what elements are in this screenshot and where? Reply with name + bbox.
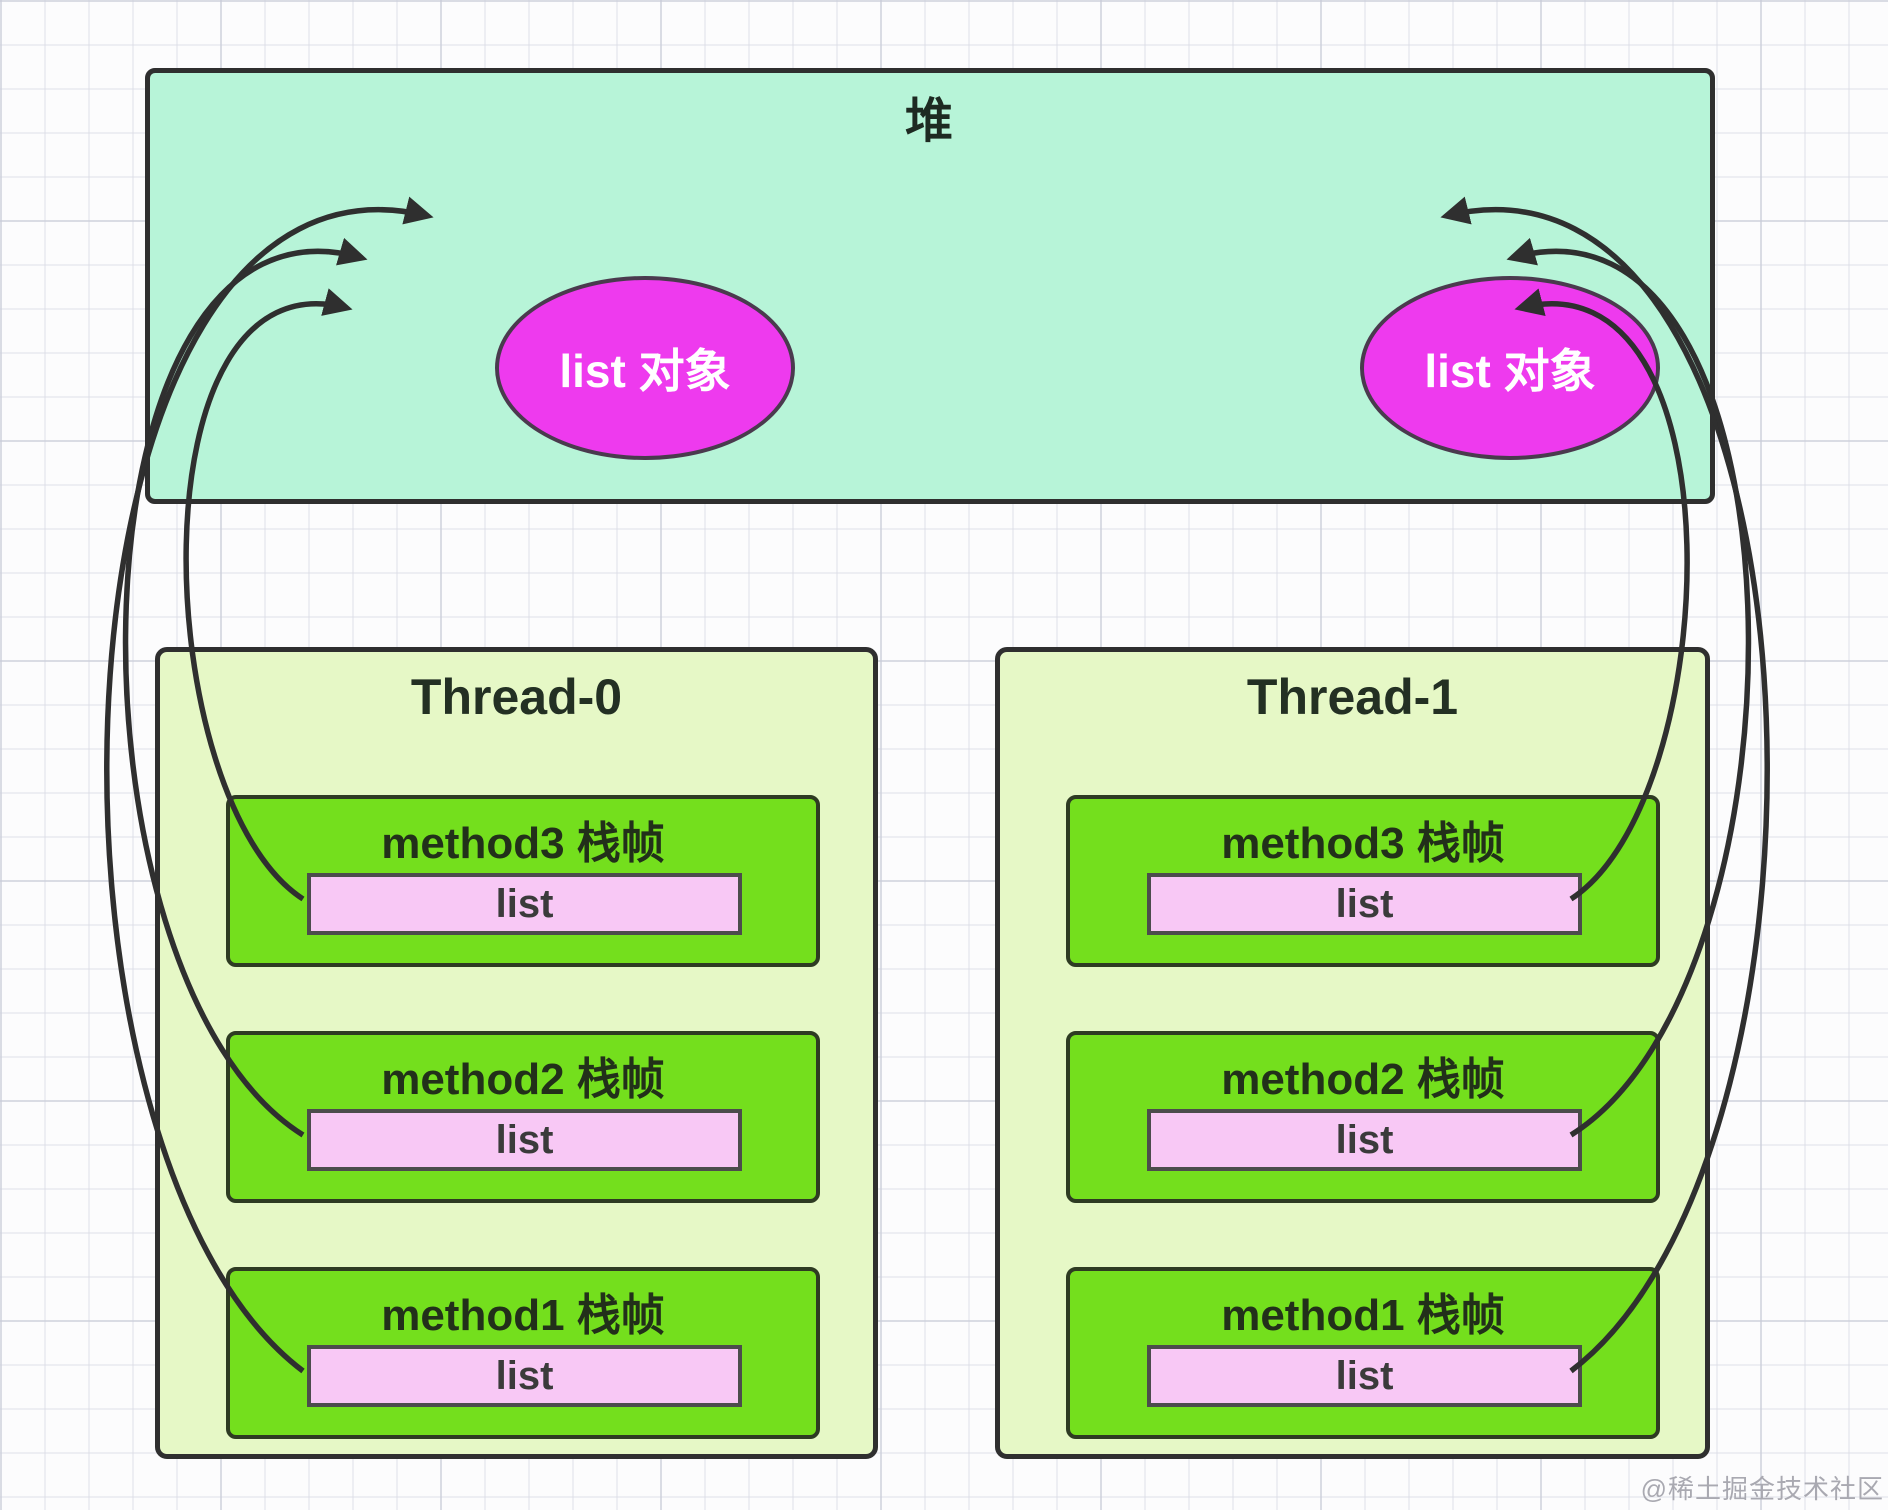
thread-0-method2-list-var: list bbox=[307, 1109, 742, 1171]
thread-0-method2-frame-label: method2 栈帧 bbox=[381, 1055, 665, 1104]
heap-list-object-right: list 对象 bbox=[1360, 276, 1660, 460]
thread-1-method2-list-var: list bbox=[1147, 1109, 1582, 1171]
thread-0-method3-frame: method3 栈帧 list bbox=[226, 795, 820, 967]
thread-1-method2-frame: method2 栈帧 list bbox=[1066, 1031, 1660, 1203]
thread-0-method1-frame: method1 栈帧 list bbox=[226, 1267, 820, 1439]
heap-box: 堆 list 对象 list 对象 bbox=[145, 68, 1715, 504]
thread-1-method1-list-var: list bbox=[1147, 1345, 1582, 1407]
heap-title: 堆 bbox=[904, 95, 955, 148]
thread-0-method3-list-var: list bbox=[307, 873, 742, 935]
thread-0-title: Thread-0 bbox=[410, 669, 623, 725]
thread-1-method3-frame: method3 栈帧 list bbox=[1066, 795, 1660, 967]
thread-1-method3-frame-label: method3 栈帧 bbox=[1221, 819, 1505, 868]
thread-1-method1-frame: method1 栈帧 list bbox=[1066, 1267, 1660, 1439]
thread-0-method2-frame: method2 栈帧 list bbox=[226, 1031, 820, 1203]
thread-0-box: Thread-0 method3 栈帧 list method2 栈帧 list… bbox=[155, 647, 878, 1459]
thread-1-method1-frame-label: method1 栈帧 bbox=[1221, 1291, 1505, 1340]
thread-1-method2-frame-label: method2 栈帧 bbox=[1221, 1055, 1505, 1104]
thread-0-method1-frame-label: method1 栈帧 bbox=[381, 1291, 665, 1340]
heap-list-object-right-label: list 对象 bbox=[1424, 345, 1596, 397]
thread-0-method1-list-var: list bbox=[307, 1345, 742, 1407]
juejin-watermark: @稀土掘金技术社区 bbox=[1640, 1474, 1884, 1504]
thread-1-title: Thread-1 bbox=[1246, 669, 1459, 725]
heap-list-object-left-label: list 对象 bbox=[559, 345, 731, 397]
thread-1-box: Thread-1 method3 栈帧 list method2 栈帧 list… bbox=[995, 647, 1710, 1459]
thread-0-method3-frame-label: method3 栈帧 bbox=[381, 819, 665, 868]
thread-1-method3-list-var: list bbox=[1147, 873, 1582, 935]
heap-list-object-left: list 对象 bbox=[495, 276, 795, 460]
